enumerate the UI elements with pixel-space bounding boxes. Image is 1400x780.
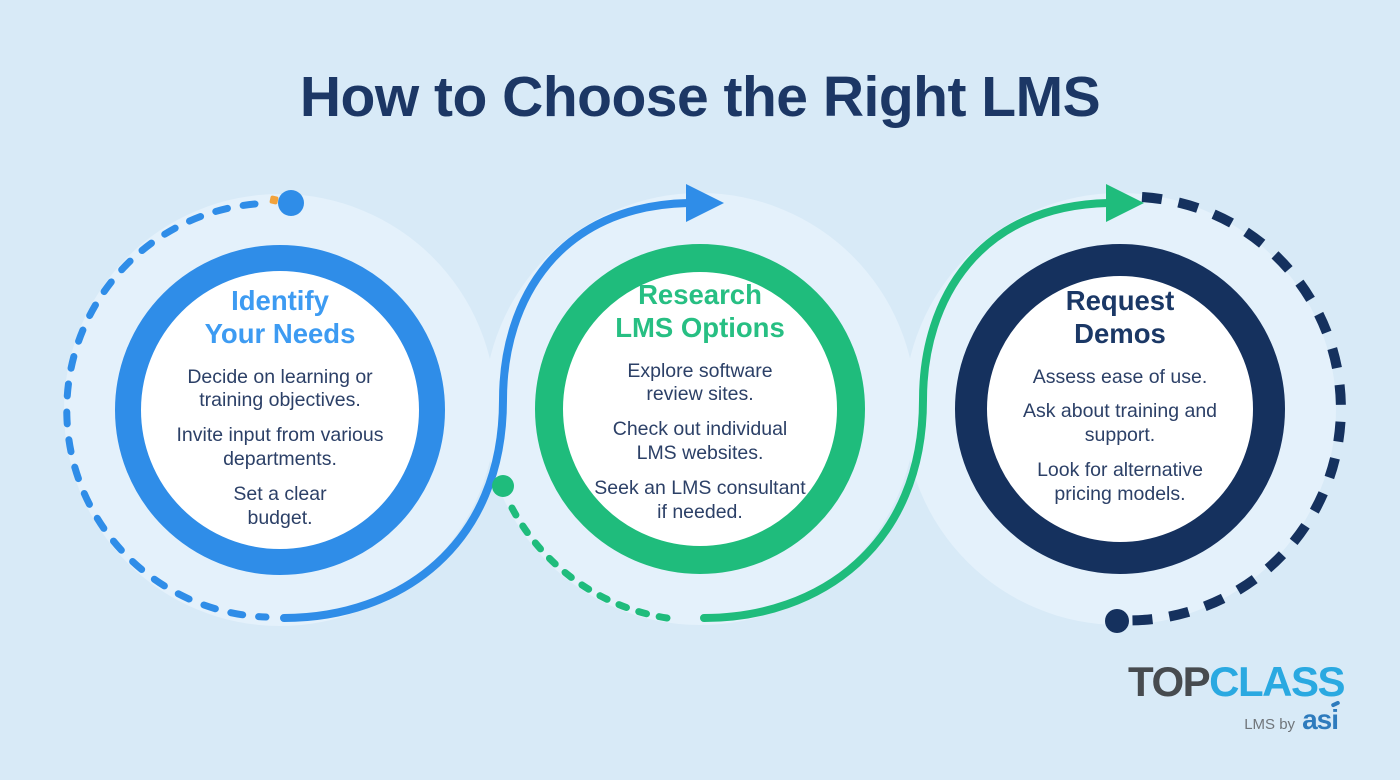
orange-tick <box>269 195 279 205</box>
step1-heading: Identify Your Needs <box>204 285 356 350</box>
start-dot <box>278 190 304 216</box>
mid-dot <box>492 475 514 497</box>
logo-word-class: CLASS <box>1209 658 1345 705</box>
asi-brandmark: asi <box>1302 700 1341 735</box>
step2-item-3: Seek an LMS consultant if needed. <box>594 476 806 523</box>
step-circle-request-demos: Request Demos Assess ease of use. Ask ab… <box>955 244 1285 574</box>
step3-item-3: Look for alternative pricing models. <box>1037 458 1203 505</box>
step3-item-2: Ask about training and support. <box>1022 400 1218 447</box>
step1-item-2: Invite input from various departments. <box>176 424 384 470</box>
step2-item-1: Explore software review sites. <box>627 359 773 406</box>
step1-item-1: Decide on learning or training objective… <box>187 365 373 412</box>
topclass-logo: TOPCLASS LMS by asi <box>1128 658 1345 735</box>
dashed-orbit-step2 <box>508 504 671 622</box>
step3-heading: Request Demos <box>1065 285 1175 350</box>
asi-text: asi <box>1302 704 1339 735</box>
dashed-orbit-step1 <box>63 200 270 621</box>
step3-item-1: Assess ease of use. <box>1032 365 1208 388</box>
step-circle-research-lms-options: Research LMS Options Explore software re… <box>535 244 865 574</box>
dashed-orbit-step3 <box>1115 192 1346 626</box>
step2-item-2: Check out individual LMS websites. <box>612 418 788 464</box>
arrowhead-step1-to-step2 <box>686 184 724 222</box>
logo-lms-by-text: LMS by <box>1244 716 1296 733</box>
arrow-curve-step1-to-step2 <box>280 199 692 622</box>
step1-item-3: Set a clear budget. <box>233 482 327 529</box>
arrow-curve-step2-to-step3 <box>700 199 1112 622</box>
step2-heading: Research LMS Options <box>615 279 785 344</box>
logo-word-top: TOP <box>1128 658 1211 705</box>
step-circle-identify-your-needs: Identify Your Needs Decide on learning o… <box>115 245 445 575</box>
end-dot <box>1105 609 1129 633</box>
logo-tagline: LMS by asi <box>1128 700 1341 735</box>
topclass-wordmark: TOPCLASS <box>1128 658 1345 705</box>
arrowhead-step2-to-step3 <box>1106 184 1144 222</box>
page-title: How to Choose the Right LMS <box>299 65 1101 129</box>
